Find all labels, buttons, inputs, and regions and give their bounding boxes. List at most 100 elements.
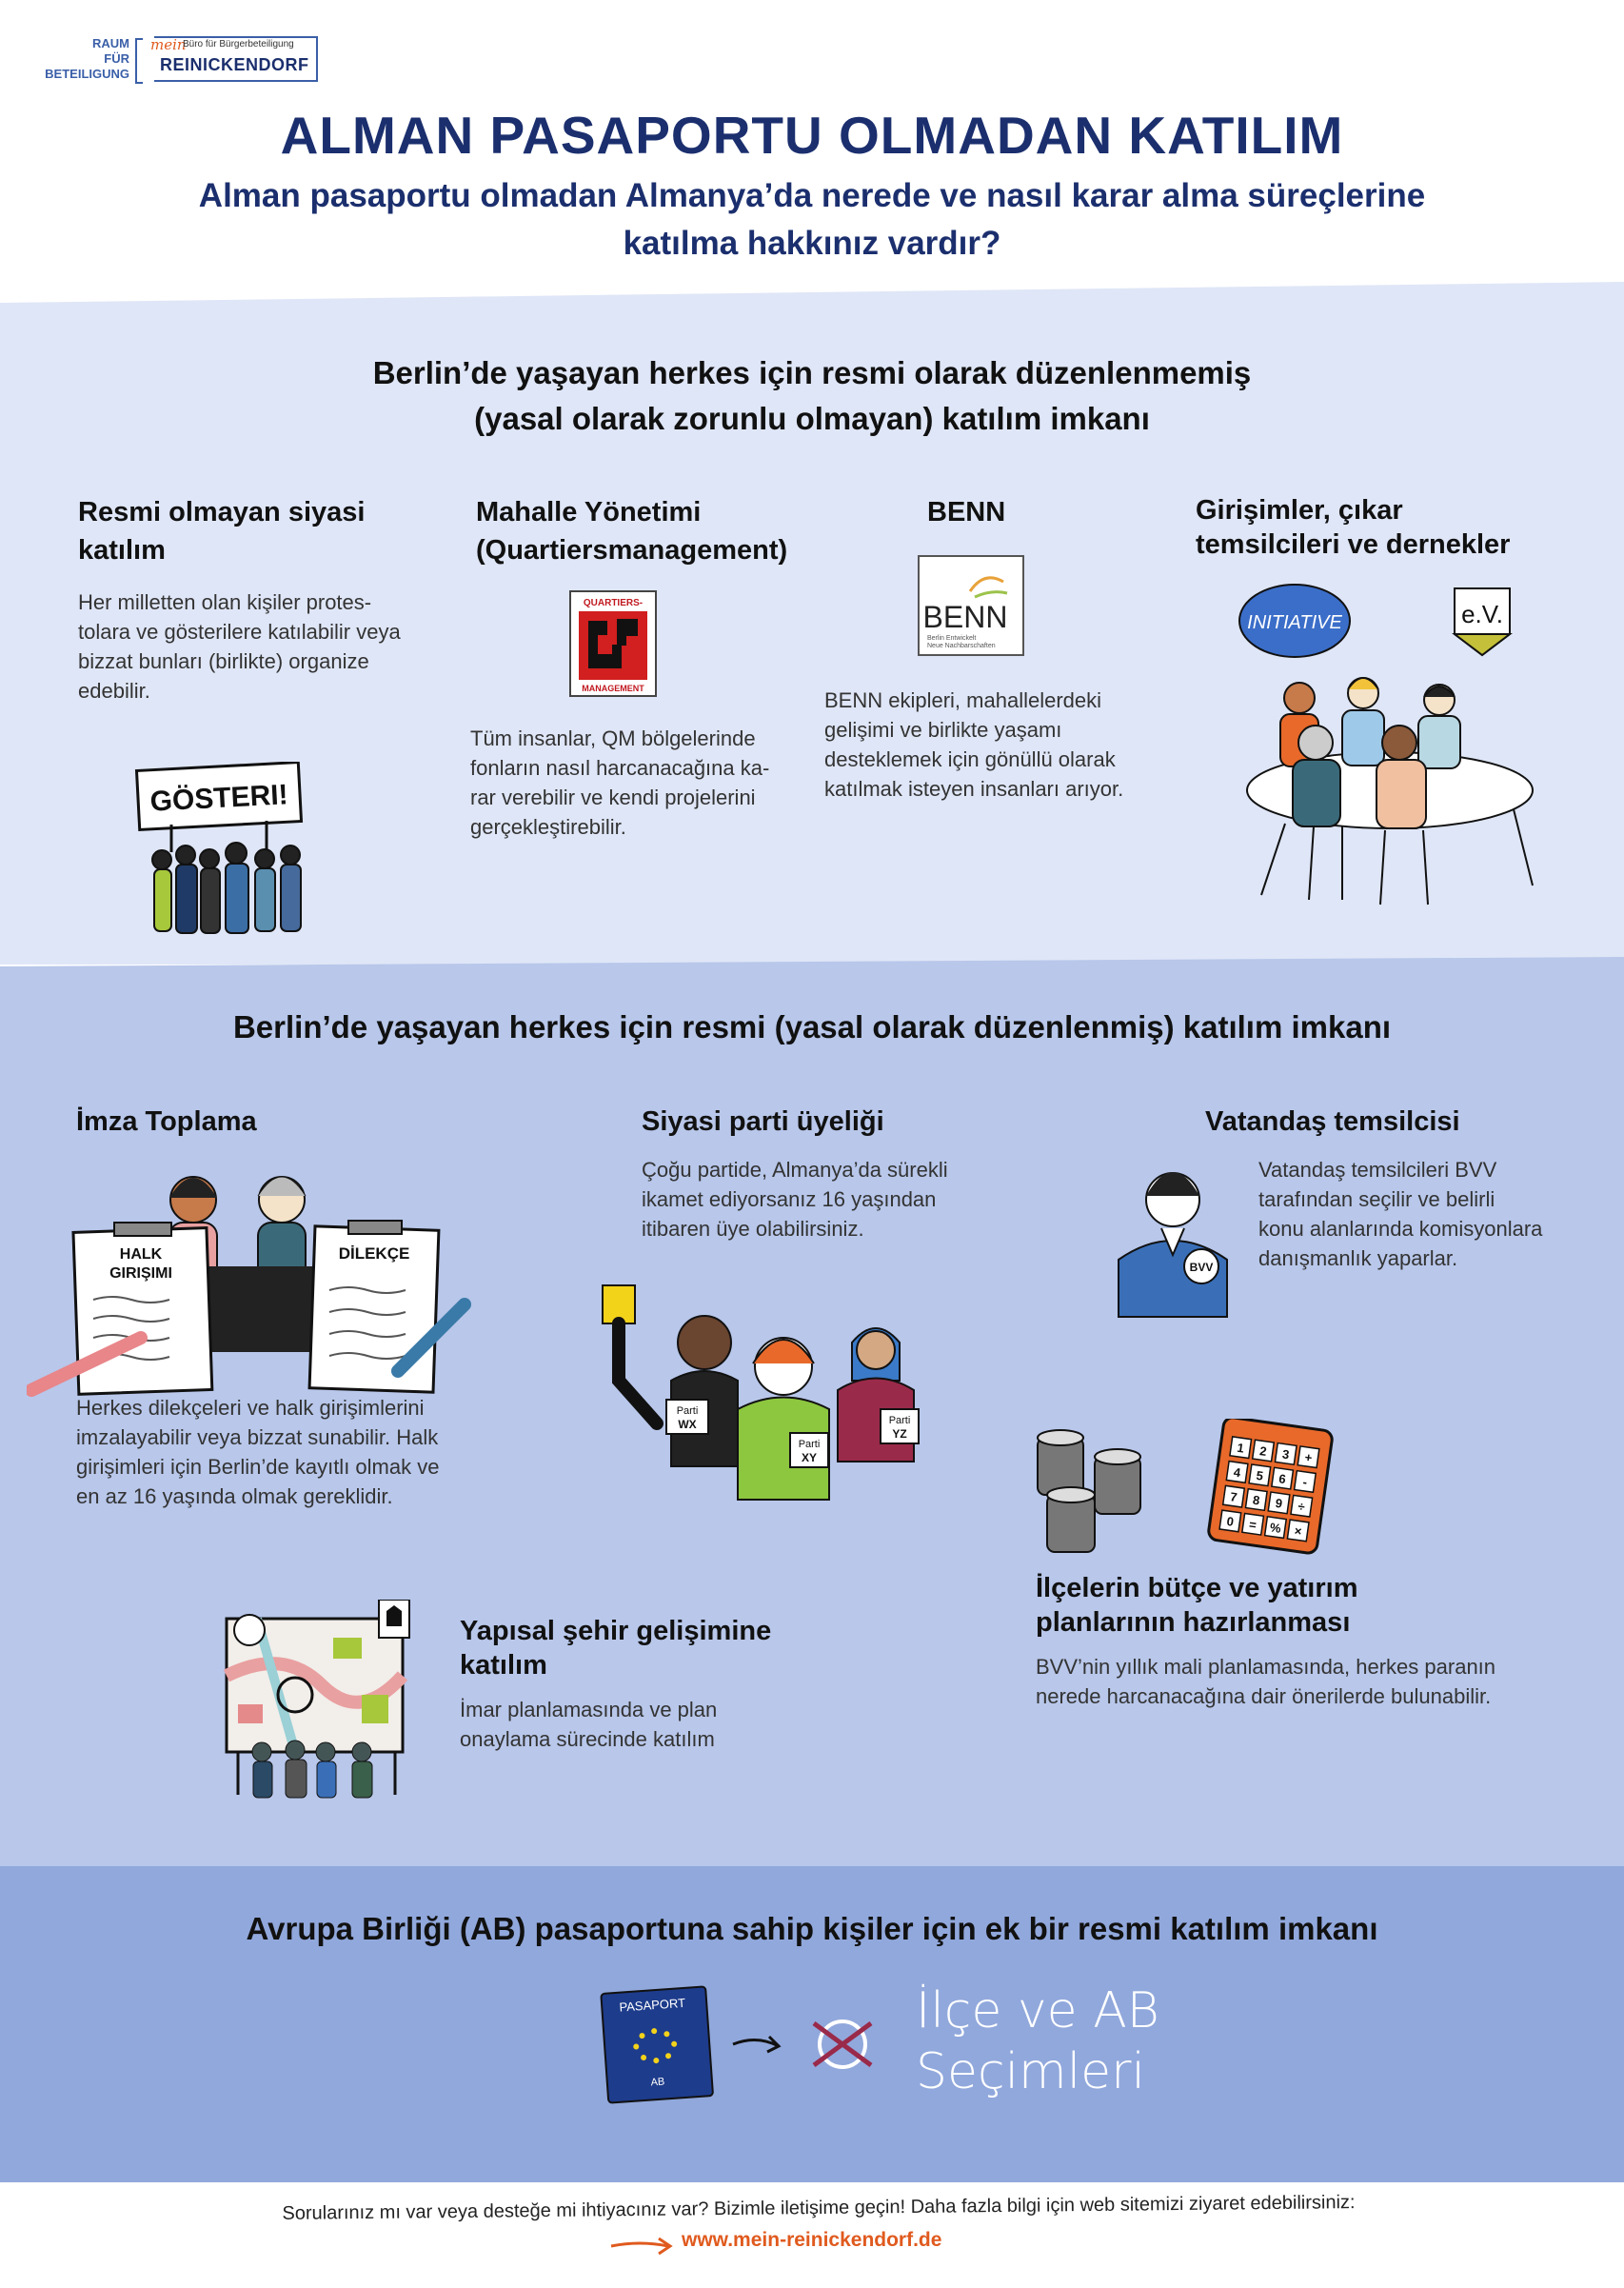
calculator-key-label: 3 [1281, 1446, 1290, 1462]
calculator-key [1290, 1494, 1314, 1518]
initiatives-title: Girişimler, çıkar temsilcileri ve dernek… [1196, 495, 1511, 560]
section3-heading: Avrupa Birliği (AB) pasaportuna sahip ki… [246, 1911, 1378, 1946]
website-link[interactable]: www.mein-reinickendorf.de [682, 2229, 942, 2251]
calculator-key [1241, 1512, 1265, 1536]
section1-heading: Berlin’de yaşayan herkes için resmi olar… [372, 355, 1252, 436]
logo-bracket [135, 38, 143, 84]
informal-political-title: Resmi olmayan siyasi katılım [78, 497, 366, 566]
calculator-key-label: 0 [1226, 1514, 1235, 1529]
svg-text:Berlin Entwickelt: Berlin Entwickelt [927, 635, 976, 642]
signature-illustration: HALK GIRIŞIMI DİLEKÇE [27, 1176, 471, 1397]
qm-logo: QUARTIERS- MANAGEMENT [569, 590, 657, 697]
band-eu [0, 1866, 1624, 2182]
demo-sign-text: GÖSTERI! [149, 779, 289, 818]
citizen-rep-text: Vatandaş temsilcileri BVV tarafından seç… [1258, 1158, 1543, 1270]
svg-text:Parti: Parti [889, 1415, 911, 1426]
svg-text:YZ: YZ [892, 1427, 906, 1441]
logo-box [154, 36, 318, 82]
svg-text:WX: WX [678, 1418, 696, 1431]
calculator-key [1274, 1442, 1297, 1466]
qm-text: Tüm insanlar, QM bölgelerinde fonların n… [470, 726, 770, 839]
logo-brand: REINICKENDORF [160, 55, 309, 74]
calculator-key-label: 5 [1256, 1468, 1264, 1483]
citizen-rep-illustration: BVV [1118, 1172, 1228, 1318]
party-title: Siyasi parti üyeliği [642, 1106, 884, 1137]
arrow-icon [732, 2035, 782, 2054]
qm-title: Mahalle Yönetimi (Quartiersmanagement) [476, 497, 788, 566]
calculator-key-label: % [1269, 1520, 1282, 1536]
budget-text: BVV’nin yıllık mali planlamasında, herke… [1036, 1655, 1496, 1708]
eu-passport-illustration: PASAPORT AB [600, 1985, 873, 2104]
demonstration-illustration: GÖSTERI! [134, 762, 304, 934]
calculator-key [1297, 1445, 1320, 1469]
calculator-key [1267, 1491, 1291, 1515]
calculator-key-label: 9 [1275, 1496, 1283, 1511]
calculator-key-label: - [1302, 1475, 1308, 1489]
signature-text: Herkes dilekçeleri ve halk girişimlerini… [76, 1396, 440, 1508]
calculator-key-label: 1 [1237, 1441, 1245, 1456]
meeting-people [1246, 677, 1534, 905]
party-badge: Parti YZ [880, 1408, 920, 1444]
svg-text:XY: XY [802, 1451, 817, 1464]
citizen-rep-title: Vatandaş temsilcisi [1205, 1106, 1460, 1137]
svg-text:QUARTIERS-: QUARTIERS- [584, 598, 643, 608]
ballot-icon [818, 2019, 867, 2069]
passport [600, 1985, 714, 2104]
calculator-key [1244, 1487, 1268, 1512]
calculator-key [1229, 1436, 1253, 1460]
calculator-key-label: ÷ [1297, 1499, 1306, 1514]
svg-text:MANAGEMENT: MANAGEMENT [582, 684, 644, 693]
urban-dev-illustration [223, 1600, 410, 1799]
benn-logo: BENN Berlin Entwickelt Neue Nachbarschaf… [918, 555, 1024, 656]
calculator-key [1225, 1460, 1249, 1484]
svg-text:Parti: Parti [677, 1405, 699, 1417]
page-title: ALMAN PASAPORTU OLMADAN KATILIM [280, 106, 1344, 165]
calculator-key [1251, 1439, 1276, 1462]
calculator-key [1248, 1463, 1272, 1487]
footer-arrow-icon [610, 2237, 673, 2256]
logo: RAUM FÜR BETEILIGUNG mein Büro für Bürge… [38, 36, 324, 84]
calculator-key [1218, 1509, 1242, 1533]
informal-political-text: Her milletten olan kişiler protes- tolar… [78, 590, 401, 703]
calculator-key-label: 4 [1233, 1465, 1242, 1481]
benn-title: BENN [927, 497, 1006, 527]
svg-text:DİLEKÇE: DİLEKÇE [339, 1244, 410, 1263]
calculator-key-label: 6 [1277, 1471, 1286, 1486]
svg-text:HALK: HALK [120, 1246, 163, 1263]
page-subtitle: Alman pasaportu olmadan Almanya’da nered… [198, 177, 1426, 262]
signature-title: İmza Toplama [76, 1106, 257, 1137]
section2-heading: Berlin’de yaşayan herkes için resmi (yas… [232, 1009, 1392, 1045]
calculator-key-label: = [1248, 1517, 1258, 1532]
svg-text:AB: AB [650, 2077, 664, 2089]
budget-title: İlçelerin bütçe ve yatırım planlarının h… [1036, 1573, 1358, 1638]
party-text: Çoğu partide, Almanya’da sürekli ikamet … [642, 1158, 948, 1241]
logo-small: Büro für Bürgerbeteiligung [183, 39, 294, 50]
party-badge: Parti WX [665, 1399, 709, 1435]
calculator-key [1286, 1519, 1310, 1542]
calculator-key-label: 2 [1258, 1443, 1267, 1459]
party-badge: Parti XY [789, 1432, 829, 1468]
calculator-key-label: × [1294, 1523, 1303, 1539]
party-illustration: Parti WX Parti XY Parti YZ [602, 1284, 920, 1501]
demo-people [151, 842, 302, 934]
initiatives-illustration: INITIATIVE e.V. [1238, 584, 1534, 905]
benn-text: BENN ekipleri, mahallelerdeki gelişimi v… [824, 688, 1124, 801]
calculator-key-label: 7 [1229, 1489, 1238, 1504]
svg-text:Parti: Parti [799, 1439, 821, 1450]
svg-text:BVV: BVV [1190, 1261, 1214, 1274]
calculator-key-label: + [1304, 1450, 1314, 1465]
svg-text:PASAPORT: PASAPORT [619, 1996, 686, 2015]
bvv-badge [1183, 1248, 1219, 1284]
elections-handwritten: İlçe ve AB Seçimleri [916, 1982, 1159, 2100]
calculator-key [1263, 1515, 1288, 1540]
initiative-bubble [1238, 584, 1351, 658]
urban-dev-title: Yapısal şehir gelişimine katılım [460, 1616, 772, 1681]
footer-text: Sorularınız mı var veya desteğe mi ihtiy… [282, 2192, 1356, 2224]
calculator-key-label: 8 [1252, 1493, 1260, 1508]
demo-sign [134, 762, 304, 831]
calculator-key [1271, 1466, 1295, 1490]
calculator-key [1293, 1469, 1317, 1494]
ev-bubble-text: e.V. [1461, 600, 1503, 628]
